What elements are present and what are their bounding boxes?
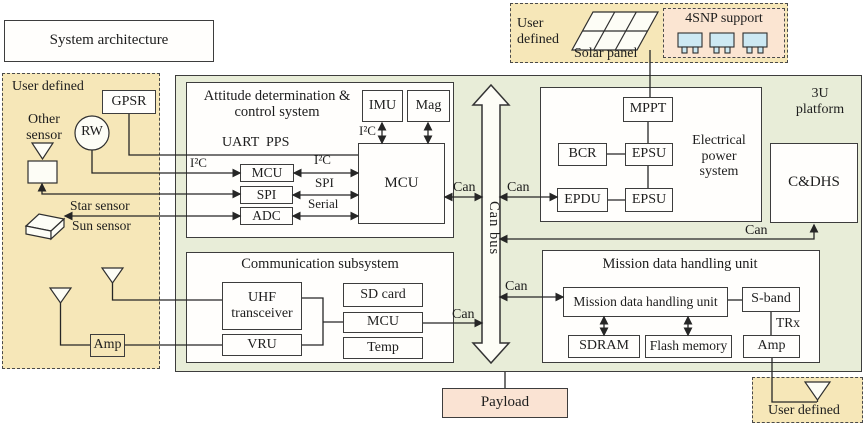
adc-box: ADC (240, 207, 293, 225)
gpsr-box: GPSR (102, 90, 156, 114)
i2c-bus-label: I²C (314, 152, 331, 167)
can-label-attitude: Can (453, 180, 476, 195)
cdhs-label: C&DHS (788, 174, 840, 191)
mcu-main-label: MCU (384, 174, 419, 191)
temp-box: Temp (343, 337, 423, 359)
imu-label: IMU (368, 97, 397, 113)
epdu-label: EPDU (564, 191, 601, 207)
attitude-title: Attitude determination & control system (203, 88, 351, 121)
left-user-defined-label: User defined (12, 79, 84, 94)
epsu-top-box: EPSU (625, 143, 673, 166)
mcu-comm-label: MCU (367, 314, 399, 330)
mcu-comm-box: MCU (343, 312, 423, 333)
sd-card-label: SD card (360, 286, 406, 302)
epsu-bottom-box: EPSU (625, 188, 673, 212)
mission-unit-label: Mission data handling unit (573, 293, 718, 309)
bcr-label: BCR (568, 146, 597, 162)
top-user-defined-label: User defined (517, 16, 559, 47)
spi-box: SPI (240, 186, 293, 204)
comm-title: Communication subsystem (241, 256, 399, 272)
uhf-label: UHF transceiver (231, 290, 293, 321)
i2c-entry-label: I²C (190, 155, 207, 170)
other-sensor-label: Other sensor (26, 112, 62, 143)
snp-support-label: 4SNP support (685, 11, 763, 26)
epsu-bottom-label: EPSU (631, 191, 667, 207)
trx-label: TRx (776, 315, 801, 330)
adc-label: ADC (252, 207, 281, 223)
spi-bus-label: SPI (315, 175, 334, 190)
spi-box-label: SPI (256, 186, 277, 202)
s-band-box: S-band (742, 287, 800, 312)
amp-mission-box: Amp (743, 335, 800, 358)
serial-bus-label: Serial (308, 196, 339, 211)
bcr-box: BCR (558, 143, 607, 166)
can-label-cdhs: Can (745, 223, 768, 238)
can-label-epdu: Can (507, 180, 530, 195)
mcu-small-label: MCU (251, 164, 283, 180)
payload-label: Payload (480, 394, 530, 411)
uart-pps-label: UART PPS (222, 135, 290, 150)
amp-left-label: Amp (93, 337, 122, 353)
mppt-label: MPPT (629, 101, 667, 117)
payload-box: Payload (442, 388, 568, 418)
system-architecture-box: System architecture (4, 20, 214, 62)
mag-label: Mag (415, 97, 442, 113)
uhf-transceiver-box: UHF transceiver (222, 282, 302, 330)
mission-unit-box: Mission data handling unit (563, 287, 728, 317)
mppt-box: MPPT (623, 97, 673, 122)
gpsr-label: GPSR (111, 93, 147, 109)
solar-panel-label: Solar panel (574, 46, 638, 61)
vru-box: VRU (222, 334, 302, 356)
temp-label: Temp (367, 339, 399, 355)
i2c-imu-label: I²C (359, 123, 376, 138)
epsu-top-label: EPSU (631, 146, 667, 162)
imu-box: IMU (362, 90, 403, 122)
br-user-defined-label: User defined (768, 403, 840, 418)
sun-sensor-label: Sun sensor (72, 218, 131, 233)
mag-box: Mag (407, 90, 450, 122)
sd-card-box: SD card (343, 283, 423, 307)
star-sensor-label: Star sensor (70, 198, 130, 213)
s-band-label: S-band (751, 291, 791, 307)
system-architecture-label: System architecture (49, 32, 169, 49)
amp-left-box: Amp (90, 334, 125, 357)
sdram-box: SDRAM (568, 335, 640, 358)
flash-memory-box: Flash memory (645, 335, 732, 358)
cdhs-box: C&DHS (770, 143, 858, 223)
can-label-mission: Can (505, 279, 528, 294)
mcu-main-box: MCU (358, 143, 445, 224)
amp-mission-label: Amp (757, 338, 786, 354)
flash-memory-label: Flash memory (649, 338, 728, 354)
mission-title: Mission data handling unit (602, 256, 758, 272)
platform-3u-label: 3U platform (795, 86, 845, 117)
can-label-comm: Can (452, 307, 475, 322)
epdu-box: EPDU (557, 188, 608, 212)
can-bus-label: Can bus (486, 200, 502, 256)
sdram-label: SDRAM (579, 338, 629, 354)
rw-label: RW (81, 124, 103, 139)
mcu-small-box: MCU (240, 164, 294, 182)
eps-title: Electrical power system (692, 133, 746, 180)
vru-label: VRU (247, 336, 277, 352)
